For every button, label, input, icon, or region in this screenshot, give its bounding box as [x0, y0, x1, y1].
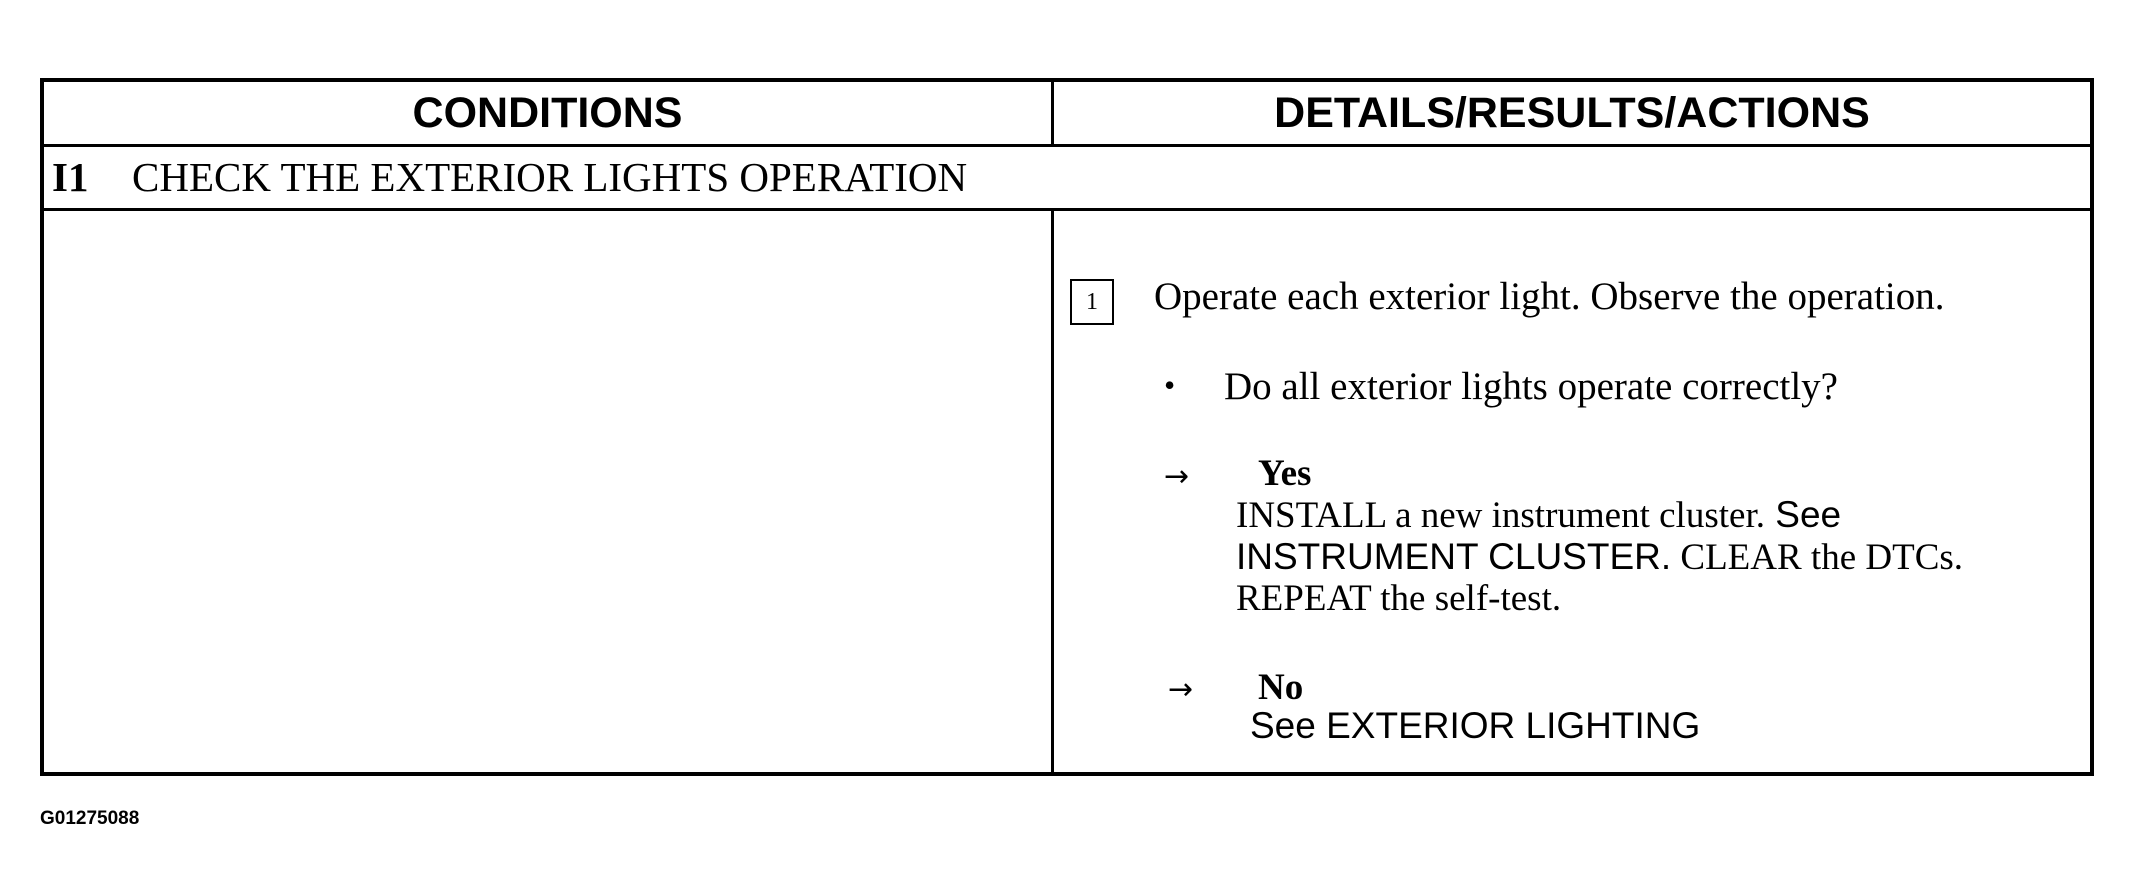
section-title: I1 CHECK THE EXTERIOR LIGHTS OPERATION	[52, 146, 967, 208]
section-number: I1	[52, 154, 89, 200]
section-title-text: CHECK THE EXTERIOR LIGHTS OPERATION	[132, 154, 968, 200]
arrow-right-icon: →	[1164, 459, 1190, 494]
figure-code: G01275088	[40, 808, 140, 829]
section-divider	[44, 208, 2090, 211]
arrow-right-icon: →	[1168, 672, 1194, 707]
diagnostic-table: CONDITIONS DETAILS/RESULTS/ACTIONS I1 CH…	[40, 78, 2094, 776]
yes-action-line-1: INSTALL a new instrument cluster. See	[1236, 494, 1842, 536]
bullet-icon: •	[1164, 367, 1176, 403]
details-header: DETAILS/RESULTS/ACTIONS	[1274, 88, 1870, 137]
step-question: Do all exterior lights operate correctly…	[1224, 365, 1838, 408]
step-instruction: Operate each exterior light. Observe the…	[1154, 275, 1945, 318]
no-label: No	[1258, 667, 1304, 708]
conditions-header: CONDITIONS	[412, 88, 683, 137]
step-number-box: 1	[1070, 279, 1114, 325]
yes-label: Yes	[1258, 453, 1312, 494]
yes-action-line-3: REPEAT the self-test.	[1236, 578, 1562, 619]
yes-action-line-2: INSTRUMENT CLUSTER. CLEAR the DTCs.	[1236, 536, 1964, 578]
header-divider	[44, 144, 2090, 147]
header-column-divider	[1051, 82, 1054, 144]
body-column-divider	[1051, 208, 1054, 772]
no-action-line-1: See EXTERIOR LIGHTING	[1250, 705, 1701, 746]
